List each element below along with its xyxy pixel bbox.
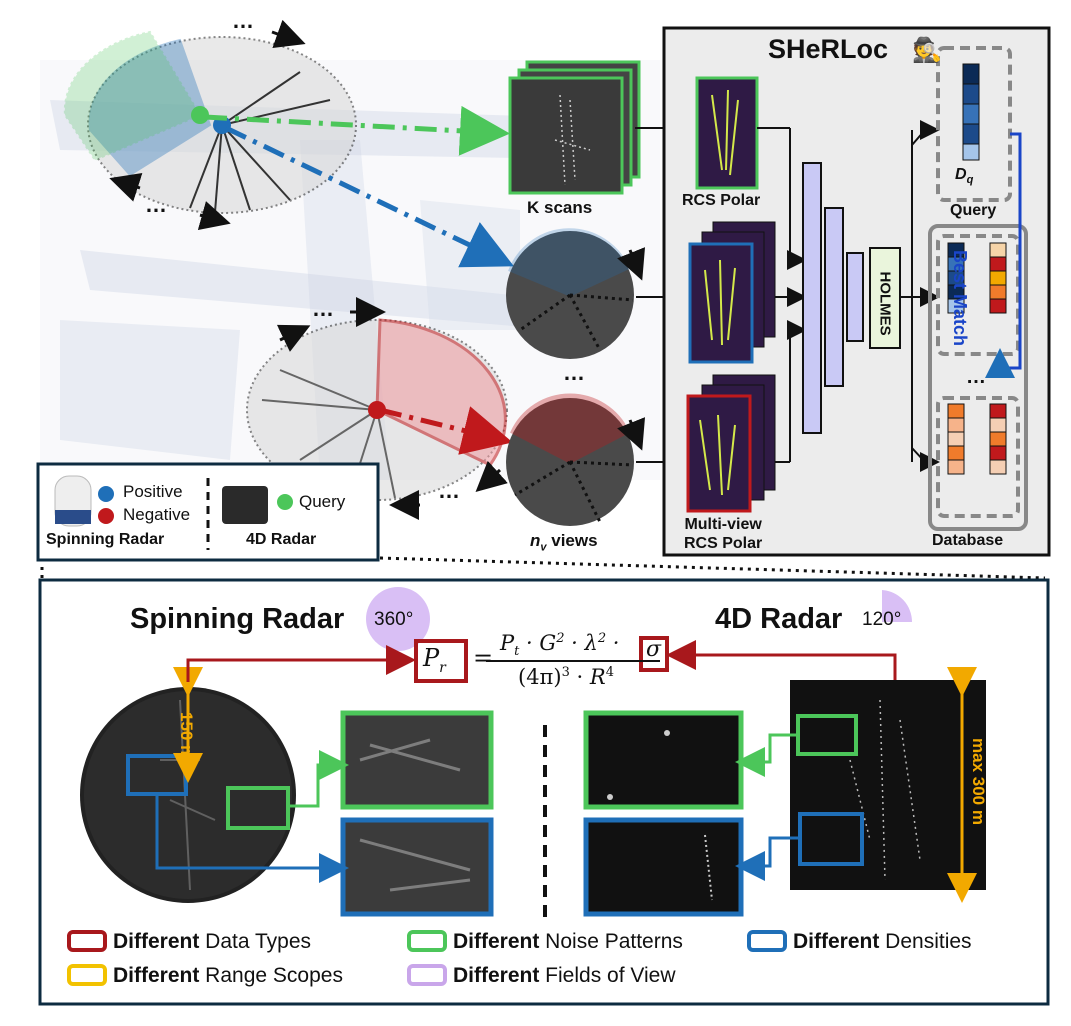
legend-fields-of-view: Different Fields of View (407, 964, 676, 988)
equation-numerator: Pt · G2 · λ2 · (500, 631, 620, 660)
database-box (928, 224, 1028, 531)
rcs-polar-label: RCS Polar (682, 192, 761, 209)
legend-swatch-data-types (67, 930, 107, 952)
db-descriptors-negative (947, 403, 1007, 475)
query-label: Query (950, 202, 997, 219)
equation-equals: = (473, 644, 494, 672)
radar4d-title: 4D Radar (715, 603, 843, 635)
legend-swatch-densities (747, 930, 787, 952)
legend-noise-patterns: Different Noise Patterns (407, 930, 683, 954)
positive-view-circle (506, 228, 646, 359)
k-scans-stack (508, 60, 641, 195)
holmes-block (869, 247, 901, 349)
legend-negative-label: Negative (123, 505, 191, 524)
database-label: Database (932, 532, 1004, 549)
legend-densities: Different Densities (747, 930, 972, 954)
legend-range-scopes: Different Range Scopes (67, 964, 343, 988)
sherloc-title: SHeRLoc (768, 34, 889, 64)
multi-view-stack-negative (686, 374, 776, 513)
encoder-layer-3 (846, 252, 864, 342)
encoder-layer-1 (802, 162, 822, 434)
query-box (936, 46, 1012, 202)
radar4d-fov-badge: 120° (862, 609, 902, 630)
rotation-ellipsis-top: … (232, 8, 254, 33)
radar4d-zoom-noise (583, 710, 744, 810)
radar4d-scan (790, 680, 986, 890)
query-descriptor (962, 63, 980, 161)
legend-swatch-fov (407, 964, 447, 986)
negative-view-circle (506, 393, 646, 526)
spin-zoom-density (340, 817, 494, 917)
rotation-ellipsis-bottom: … (312, 296, 334, 321)
db-descriptors-positive (947, 242, 1007, 314)
nv-views-label: nv views (530, 531, 598, 554)
encoder-layer-2 (824, 207, 844, 387)
equation-lhs: Pr (423, 644, 446, 676)
legend-positive-label: Positive (123, 482, 183, 501)
spinning-fov-badge: 360° (374, 609, 414, 630)
k-scans-label: K scans (527, 198, 593, 217)
legend-spinning-label: Spinning Radar (46, 531, 165, 548)
legend-4d-label: 4D Radar (246, 531, 317, 548)
legend-data-types: Different Data Types (67, 930, 311, 954)
spin-ellipse-top (63, 19, 357, 230)
legend-swatch-noise (407, 930, 447, 952)
equation-sigma: σ (646, 637, 662, 662)
rotation-ellipsis-right: … (438, 478, 460, 503)
views-ellipsis: … (563, 360, 585, 385)
legend-swatch-range (67, 964, 107, 986)
holmes-label: HOLMES (876, 271, 894, 336)
spin-ellipse-bottom (246, 297, 508, 520)
range-spin-label: 150 m (177, 712, 196, 761)
range-4d-label: max 300 m (969, 738, 988, 825)
spinning-radar-title: Spinning Radar (130, 603, 345, 635)
detective-icon: 🕵 (912, 37, 942, 64)
equation-denominator: (4π)3 · R4 (518, 665, 614, 689)
multi-view-stack-positive (688, 221, 776, 364)
rotation-ellipsis-left: … (145, 192, 167, 217)
best-match-label: Best Match (950, 250, 970, 347)
db-ellipsis: … (966, 366, 986, 388)
legend-query-label: Query (299, 492, 346, 511)
dq-label: Dq (955, 166, 974, 187)
radar4d-zoom-density (583, 817, 744, 917)
